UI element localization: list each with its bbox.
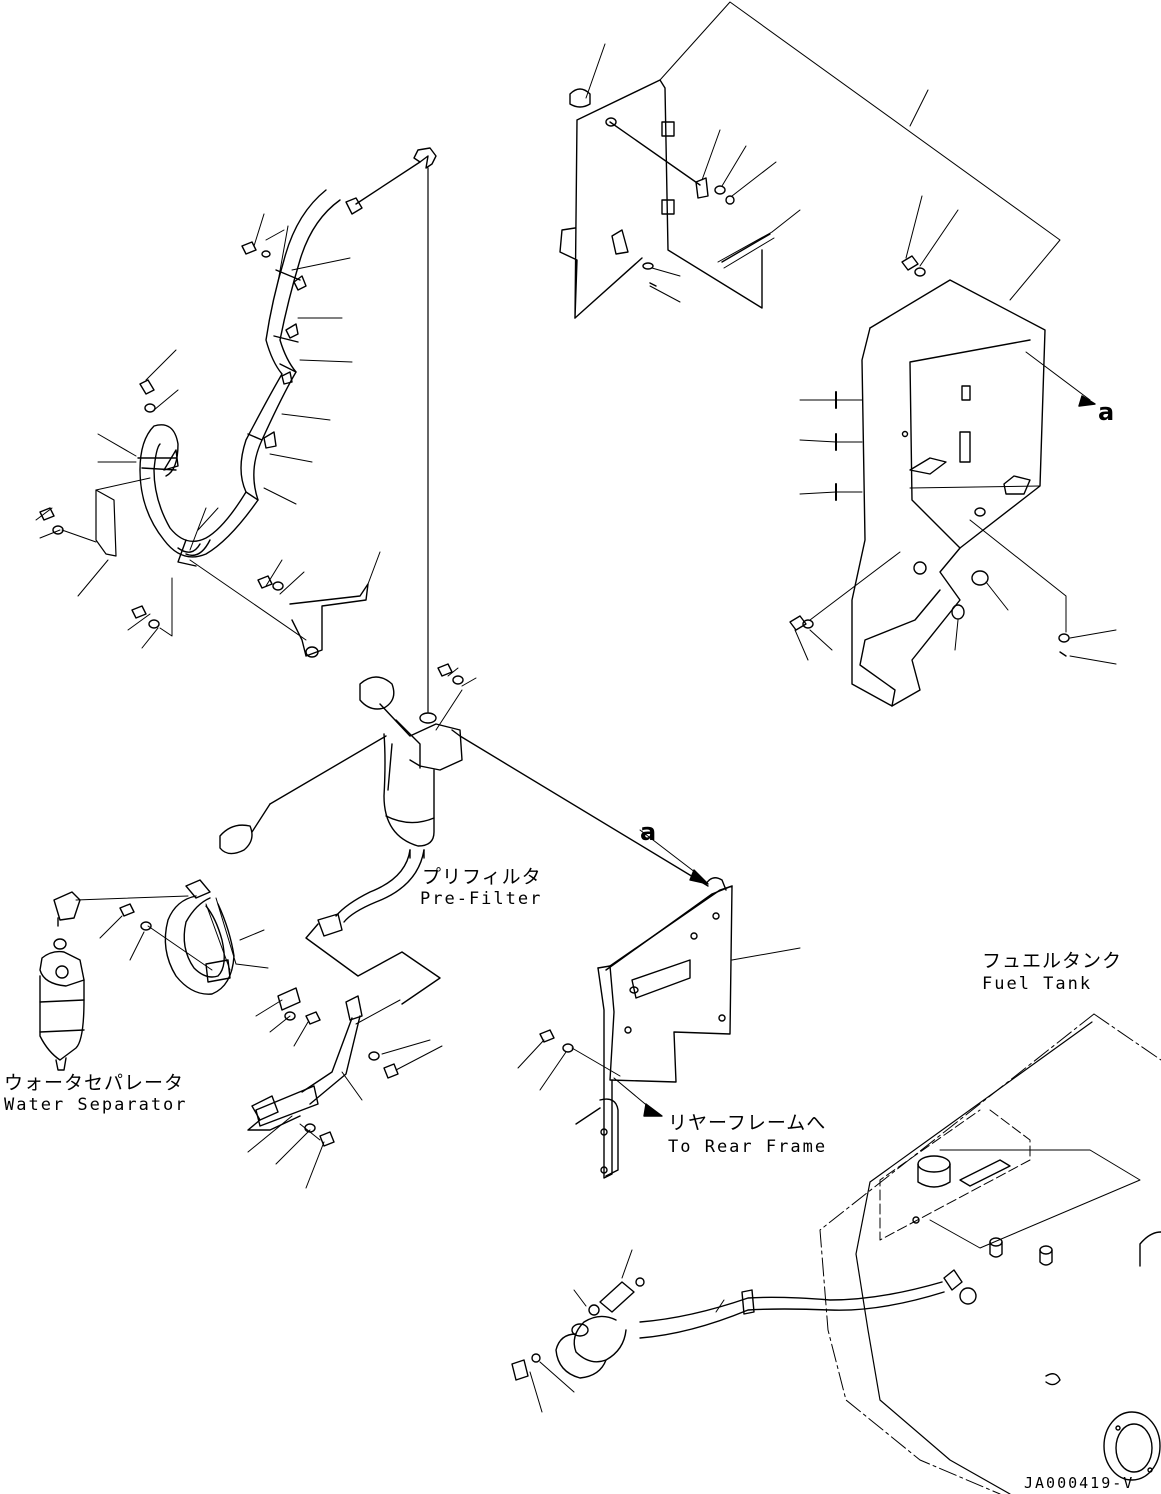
pre-filter-label-jp: プリフィルタ xyxy=(422,866,542,888)
sensor-harness xyxy=(247,987,443,1189)
fuel-tank-label-en: Fuel Tank xyxy=(982,974,1093,994)
rear-frame-label-en: To Rear Frame xyxy=(668,1137,828,1157)
pre-filter-label-en: Pre-Filter xyxy=(420,889,543,909)
filter-bracket-plate xyxy=(517,829,801,1179)
hose-small-parts xyxy=(35,241,381,658)
upper-guard-plate xyxy=(559,1,1061,319)
guard-fasteners xyxy=(569,43,801,303)
hose-clamp-leaders xyxy=(97,213,353,551)
water-separator-label-en: Water Separator xyxy=(4,1095,188,1115)
fuel-hose-upper xyxy=(137,147,437,713)
pre-filter-assembly xyxy=(219,663,709,1005)
tank-return-hose xyxy=(511,1249,977,1413)
fuel-tank-label-jp: フュエルタンク xyxy=(982,950,1123,972)
drawing-code: JA000419-V xyxy=(1024,1474,1135,1492)
view-a-marker-cover: a xyxy=(1098,398,1115,426)
fuel-tank xyxy=(819,1013,1161,1494)
water-separator-assembly xyxy=(39,879,269,1071)
filter-cover xyxy=(789,195,1117,707)
view-a-marker-bracket: a xyxy=(640,818,657,846)
water-separator-label-jp: ウォータセパレータ xyxy=(4,1072,185,1094)
rear-frame-label-jp: リヤーフレームへ xyxy=(668,1112,827,1134)
